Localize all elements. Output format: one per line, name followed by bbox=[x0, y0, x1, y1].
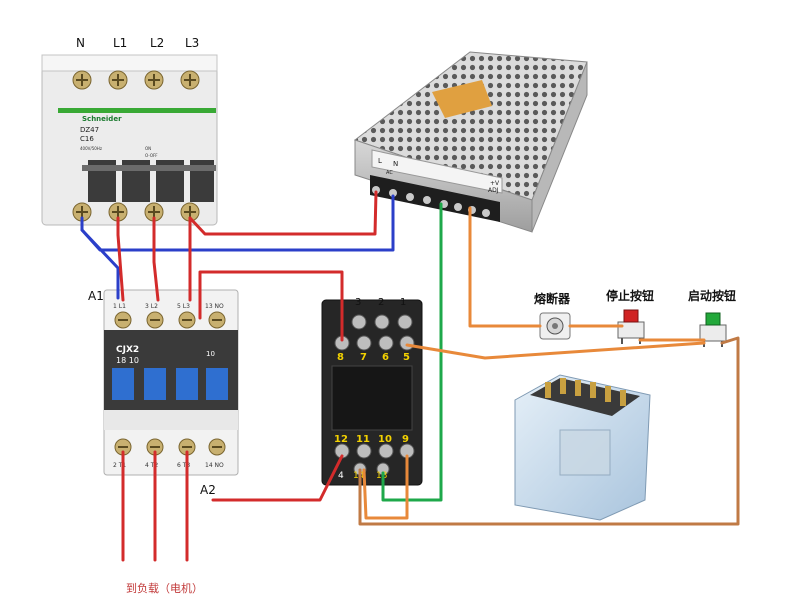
breaker-marking-voltage: 400V/50Hz bbox=[80, 146, 102, 151]
contactor-top-label-3: 5 L3 bbox=[177, 303, 190, 310]
relay-pins bbox=[545, 378, 626, 406]
breaker-top-cap bbox=[41, 54, 218, 72]
contactor-blue-block-1 bbox=[112, 368, 134, 400]
contactor-lower-band bbox=[104, 410, 238, 430]
wire-red-to-socket-8 bbox=[198, 270, 344, 342]
coil-label-a1: A1 bbox=[88, 289, 104, 303]
socket-top-num-1: 1 bbox=[400, 297, 406, 308]
psu-label-adj: ADJ bbox=[488, 187, 499, 194]
relay-socket-top-screws bbox=[334, 314, 415, 351]
power-supply: L N AC +V ADJ bbox=[353, 51, 588, 233]
contactor-blue-block-3 bbox=[176, 368, 198, 400]
psu-side-face bbox=[531, 61, 588, 233]
contactor-code: 18 10 bbox=[116, 356, 139, 365]
breaker-rating: C16 bbox=[80, 135, 94, 143]
psu-label-l: L bbox=[378, 157, 382, 165]
socket-num-5: 5 bbox=[403, 352, 410, 363]
psu-label-strip bbox=[371, 149, 503, 194]
contactor-blue-block-4 bbox=[206, 368, 228, 400]
psu-label-ac: AC bbox=[386, 170, 393, 176]
breaker-green-stripe bbox=[58, 108, 216, 113]
wire-red-l2 bbox=[152, 216, 160, 302]
contactor-bottom-label-3: 6 T3 bbox=[177, 462, 190, 469]
relay-socket-center bbox=[331, 365, 413, 431]
contactor-bottom-screws bbox=[114, 438, 226, 456]
breaker-top-screws bbox=[72, 70, 200, 90]
contactor-top-screws bbox=[114, 311, 226, 329]
wire-red-l1 bbox=[116, 216, 125, 302]
stop-button-label: 停止按钮 bbox=[606, 288, 654, 303]
intermediate-relay bbox=[514, 374, 651, 521]
contactor-side-code: 10 bbox=[206, 350, 215, 358]
wire-orange-start-to-socket-5 bbox=[405, 341, 706, 360]
start-button bbox=[699, 312, 727, 347]
socket-top-num-2: 2 bbox=[378, 297, 384, 308]
contactor: CJX2 18 10 10 1 L1 3 L2 5 L3 13 NO 2 T1 … bbox=[103, 289, 239, 476]
contactor-model: CJX2 bbox=[116, 345, 139, 355]
wire-brown-return bbox=[358, 336, 740, 526]
load-label: 到负载（电机） bbox=[126, 581, 203, 595]
socket-num-7: 7 bbox=[360, 352, 367, 363]
psu-inner-component bbox=[432, 80, 492, 118]
contactor-top-label-2: 3 L2 bbox=[145, 303, 158, 310]
contactor-top-label-1: 1 L1 bbox=[113, 303, 126, 310]
phase-label-l2: L2 bbox=[150, 36, 164, 50]
contactor-bottom-label-1: 2 T1 bbox=[113, 462, 126, 469]
socket-num-9: 9 bbox=[402, 434, 409, 445]
breaker-model: DZ47 bbox=[80, 126, 99, 134]
phase-label-l1: L1 bbox=[113, 36, 127, 50]
coil-label-a2: A2 bbox=[200, 483, 216, 497]
wire-red-l3-to-psu bbox=[188, 190, 378, 236]
wire-red-a2-to-socket-12 bbox=[211, 454, 344, 502]
wire-orange-socket-loop bbox=[362, 454, 409, 520]
wire-orange-psu-to-fuse bbox=[468, 206, 542, 328]
socket-num-4: 4 bbox=[338, 471, 344, 481]
breaker-toggles bbox=[82, 160, 216, 202]
fuse-label: 熔断器 bbox=[534, 291, 571, 306]
breaker-marking-on: ON bbox=[145, 146, 151, 151]
circuit-breaker: Schneider DZ47 C16 400V/50Hz ON O-OFF bbox=[41, 54, 218, 226]
socket-num-8: 8 bbox=[337, 352, 344, 363]
contactor-top-label-4: 13 NO bbox=[205, 303, 224, 310]
wire-blue-n-to-a1 bbox=[80, 228, 120, 300]
start-button-label: 启动按钮 bbox=[688, 288, 736, 303]
socket-num-12: 12 bbox=[334, 434, 348, 445]
breaker-brand: Schneider bbox=[82, 115, 122, 123]
socket-num-10: 10 bbox=[378, 434, 392, 445]
contactor-bottom-label-2: 4 T2 bbox=[145, 462, 158, 469]
breaker-marking-off: O-OFF bbox=[145, 153, 158, 158]
relay-socket: 3 2 1 8 7 6 5 12 11 10 9 4 14 13 bbox=[321, 297, 423, 486]
socket-num-11: 11 bbox=[356, 434, 370, 445]
contactor-bottom-label-4: 14 NO bbox=[205, 462, 224, 469]
wires bbox=[80, 190, 740, 562]
socket-num-6: 6 bbox=[382, 352, 389, 363]
relay-top-cap bbox=[530, 378, 640, 416]
phase-label-n: N bbox=[76, 36, 85, 50]
phase-label-l3: L3 bbox=[185, 36, 199, 50]
relay-inner-mechanism bbox=[559, 429, 611, 476]
psu-label-v: +V bbox=[490, 180, 500, 187]
socket-top-num-3: 3 bbox=[355, 297, 361, 308]
psu-label-n: N bbox=[393, 160, 398, 168]
contactor-blue-block-2 bbox=[144, 368, 166, 400]
fuse bbox=[539, 312, 571, 340]
